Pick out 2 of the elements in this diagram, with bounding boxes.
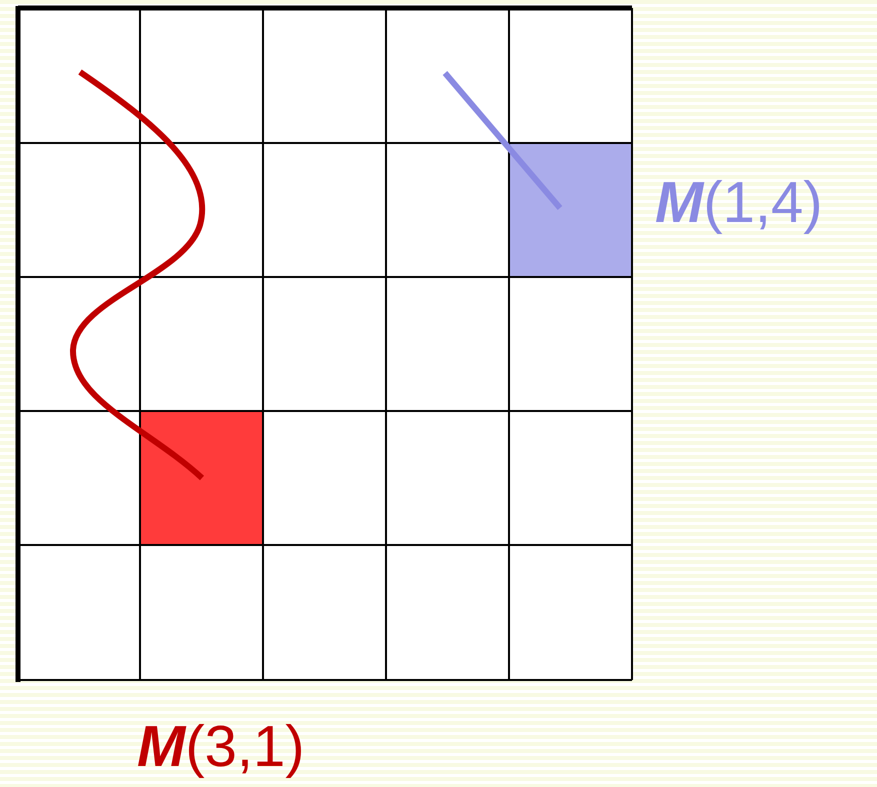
matrix-label: M(1,4) [655, 174, 823, 232]
matrix-label: M(3,1) [137, 718, 305, 776]
